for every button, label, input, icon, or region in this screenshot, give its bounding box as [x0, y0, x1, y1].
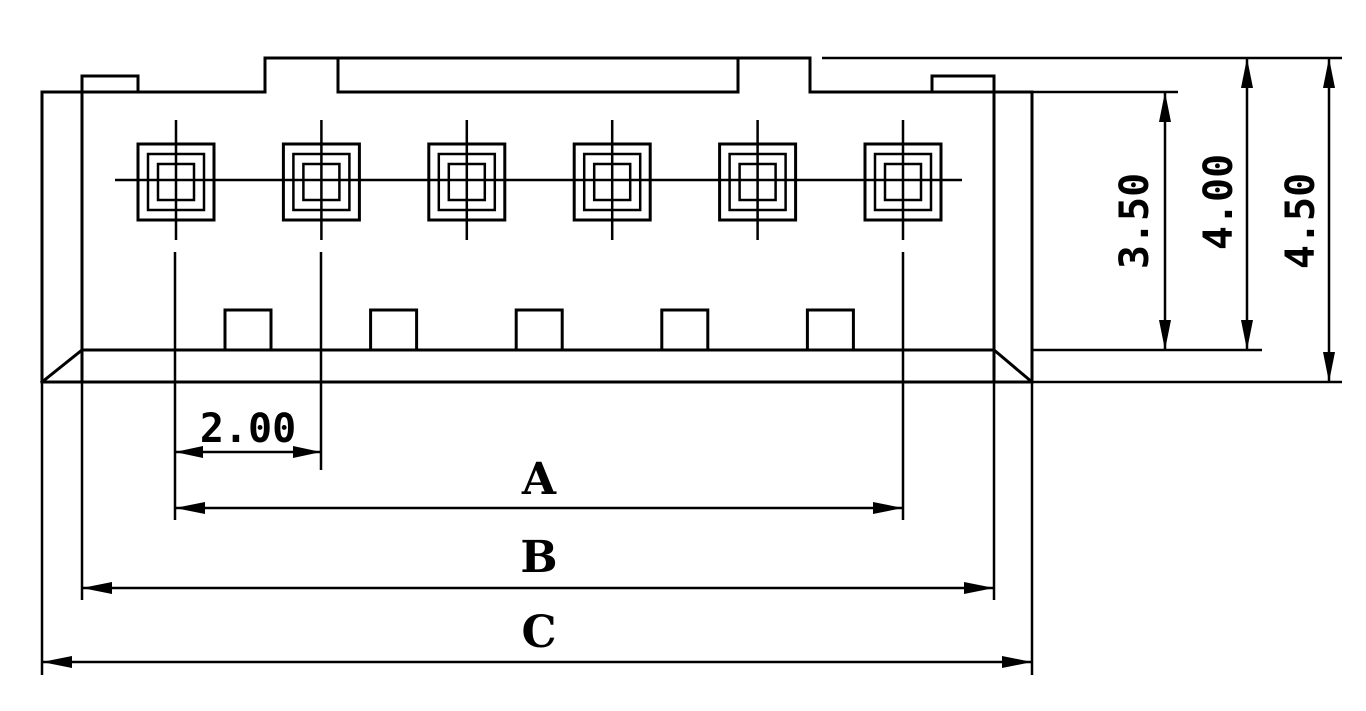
bottom-tab	[223, 308, 273, 352]
pin	[281, 120, 361, 240]
pin	[572, 120, 652, 240]
span-c-label: C	[521, 607, 556, 658]
bottom-tab	[514, 308, 564, 352]
span-b-label: B	[520, 532, 557, 583]
height-outer-label: 4.50	[1278, 173, 1324, 269]
pins-group	[136, 120, 943, 240]
pin	[427, 120, 507, 240]
bottom-tab	[369, 308, 419, 352]
bottom-tab	[660, 308, 710, 352]
span-a-label: A	[521, 454, 557, 505]
bottom-tab	[805, 308, 855, 352]
pin	[863, 120, 943, 240]
pitch-label: 2.00	[200, 406, 296, 452]
pin	[718, 120, 798, 240]
height-mid-label: 4.00	[1196, 154, 1242, 250]
height-inner-label: 3.50	[1112, 173, 1158, 269]
extension-lines	[40, 56, 1342, 675]
tabs-group	[223, 308, 855, 352]
dimension-lines	[42, 58, 1335, 668]
pin	[136, 120, 216, 240]
